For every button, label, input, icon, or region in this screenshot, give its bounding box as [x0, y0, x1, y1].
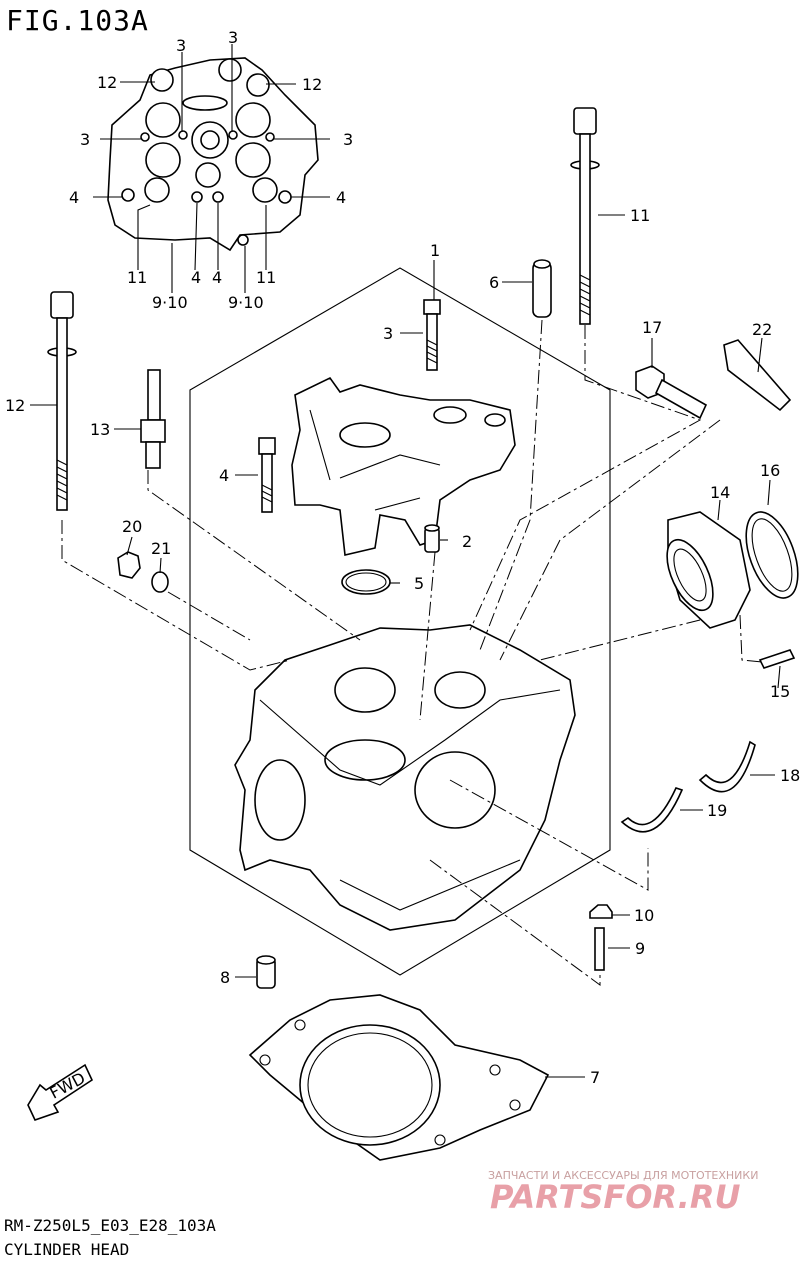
watermark-tagline: ЗАПЧАСТИ И АКСЕССУАРЫ ДЛЯ МОТОТЕХНИКИ [488, 1169, 759, 1182]
bolt-11 [570, 107, 600, 325]
inset-callout-9-10: 9·10 [152, 293, 188, 312]
callout-19: 19 [707, 801, 727, 820]
callout-10: 10 [634, 906, 654, 925]
o-ring [341, 569, 391, 595]
inset-callout-4: 4 [212, 268, 222, 287]
assembly-boundary [189, 267, 611, 976]
callout-15: 15 [770, 682, 790, 701]
clip-18 [698, 740, 756, 793]
cylinder-head [234, 624, 576, 931]
inset-callout-4: 4 [191, 268, 201, 287]
callout-13: 13 [90, 420, 110, 439]
diagram-name: CYLINDER HEAD [4, 1240, 130, 1259]
callout-2: 2 [462, 532, 472, 551]
camshaft-holder [291, 376, 516, 556]
callout-11: 11 [630, 206, 650, 225]
head-gasket-7 [248, 994, 550, 1161]
inset-callout-4: 4 [336, 188, 346, 207]
clip-19 [620, 787, 684, 833]
bolt-4 [258, 437, 276, 513]
stud-9 [594, 927, 605, 971]
bolt-17 [635, 365, 708, 420]
callout-18: 18 [780, 766, 800, 785]
inset-callout-3: 3 [228, 28, 238, 47]
fwd-arrow-label: FWD [46, 1068, 88, 1102]
figure-title: FIG.103A [6, 4, 149, 37]
clamp-22 [723, 339, 792, 412]
clamp-16 [745, 511, 799, 599]
inset-top-view [93, 44, 330, 293]
callout-8: 8 [220, 968, 230, 987]
inset-callout-4: 4 [69, 188, 79, 207]
callout-9: 9 [635, 939, 645, 958]
intake-pipe-14 [666, 511, 751, 629]
plug-20 [117, 551, 141, 579]
model-code: RM-Z250L5_E03_E28_103A [4, 1216, 216, 1235]
callout-7: 7 [590, 1068, 600, 1087]
nut-10 [589, 904, 613, 919]
inset-callout-3: 3 [80, 130, 90, 149]
washer-21 [151, 571, 169, 593]
callout-14: 14 [710, 483, 730, 502]
callout-18-22: 22 [752, 320, 772, 339]
spark-plug-13 [140, 369, 166, 469]
callout-16: 16 [760, 461, 780, 480]
inset-callout-11: 11 [127, 268, 147, 287]
callout-1: 1 [430, 241, 440, 260]
callout-5: 5 [414, 574, 424, 593]
bolt-3 [423, 299, 441, 371]
inset-callout-3: 3 [343, 130, 353, 149]
callout-17: 17 [642, 318, 662, 337]
inset-callout-12: 12 [302, 75, 322, 94]
watermark-logo: PARTSFOR.RU [490, 1178, 740, 1216]
bolt-12 [47, 291, 77, 511]
callout-4: 4 [219, 466, 229, 485]
inset-callout-12: 12 [97, 73, 117, 92]
plug-6 [532, 259, 552, 318]
callout-3: 3 [383, 324, 393, 343]
inset-callout-9-10: 9·10 [228, 293, 264, 312]
callout-6: 6 [489, 273, 499, 292]
callout-12: 12 [5, 396, 25, 415]
inset-callout-11: 11 [256, 268, 276, 287]
inset-callout-3: 3 [176, 36, 186, 55]
fwd-arrow: FWD [27, 1063, 94, 1121]
callout-20: 20 [122, 517, 142, 536]
callout-21: 21 [151, 539, 171, 558]
screw-15 [758, 649, 796, 669]
